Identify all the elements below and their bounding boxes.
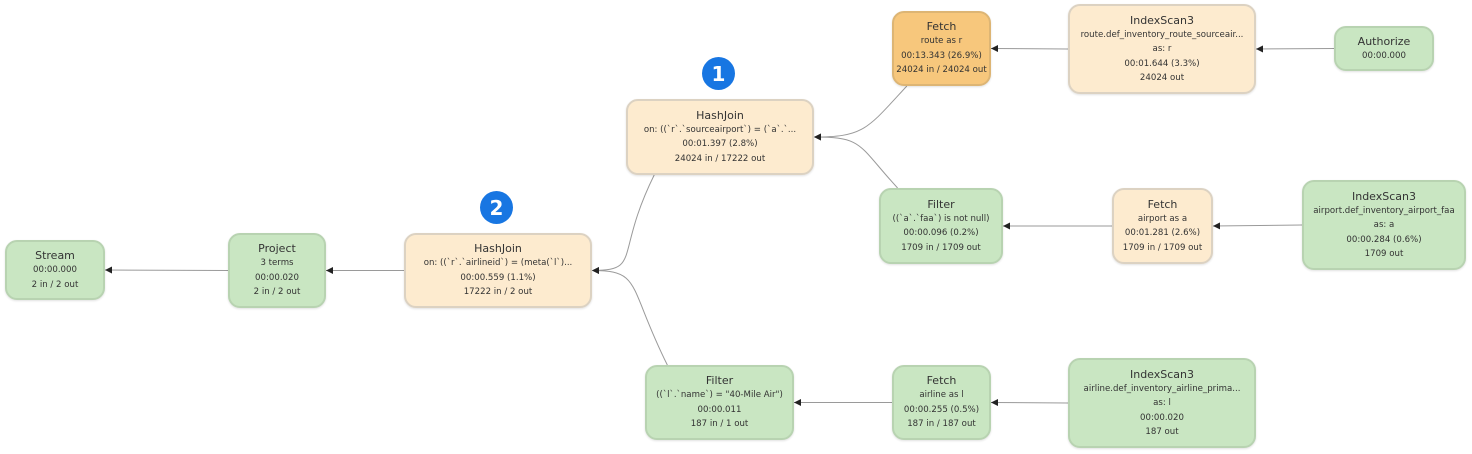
node-detail: airport as a <box>1137 213 1188 224</box>
node-detail: ((`l`.`name`) = "40-Mile Air") <box>656 390 783 401</box>
node-stream[interactable]: Stream 00:00.000 2 in / 2 out <box>5 240 105 300</box>
node-detail: airline.def_inventory_airline_prima... <box>1083 383 1241 394</box>
edge-filter-airport-to-hashjoin1 <box>813 133 898 189</box>
node-title: Authorize <box>1357 34 1411 48</box>
node-fetch-airport[interactable]: Fetch airport as a 00:01.281 (2.6%) 1709 in… <box>1112 188 1213 264</box>
badge-2[interactable]: 2 <box>480 191 513 224</box>
node-detail: as: r <box>1152 44 1172 54</box>
node-title: HashJoin <box>696 108 744 122</box>
edge-hashjoin1-to-hashjoin2 <box>591 174 655 274</box>
node-indexscan-airport[interactable]: IndexScan3 airport.def_inventory_airport_… <box>1302 180 1466 270</box>
node-hashjoin2[interactable]: HashJoin on: ((`r`.`airlineid`) = (meta(`… <box>404 233 592 308</box>
node-detail: as: l <box>1153 398 1171 408</box>
node-detail: 1709 out <box>1364 249 1404 259</box>
node-detail: 2 in / 2 out <box>253 287 301 298</box>
node-title: HashJoin <box>474 242 522 256</box>
edge-indexscan-airline-to-fetch-airline <box>990 399 1069 407</box>
node-detail: 00:00.255 (0.5%) <box>903 404 980 415</box>
node-detail: 00:00.011 <box>697 404 742 415</box>
edge-fetch-route-to-hashjoin1 <box>813 85 908 141</box>
node-title: IndexScan3 <box>1351 189 1417 203</box>
node-detail: 187 out <box>1145 427 1179 437</box>
node-detail: 00:01.281 (2.6%) <box>1124 228 1201 239</box>
node-detail: 00:00.000 <box>33 265 77 275</box>
node-detail: 24024 in / 24024 out <box>896 65 987 76</box>
edge-project-to-stream <box>104 266 229 274</box>
node-detail: route.def_inventory_route_sourceair... <box>1080 29 1244 40</box>
node-filter-airline[interactable]: Filter ((`l`.`name`) = "40-Mile Air") 00:0… <box>645 365 794 440</box>
node-detail: 3 terms <box>260 258 294 269</box>
node-detail: 1709 in / 1709 out <box>901 242 981 253</box>
node-title: IndexScan3 <box>1129 367 1195 381</box>
edge-indexscan-airport-to-fetch-airport <box>1212 222 1303 230</box>
node-title: Filter <box>705 374 734 388</box>
node-detail: 187 in / 187 out <box>907 419 976 430</box>
node-detail: route as r <box>920 36 963 47</box>
node-filter-airport[interactable]: Filter ((`a`.`faa`) is not null) 00:00.096… <box>879 188 1003 264</box>
node-detail: on: ((`r`.`sourceairport`) = (`a`.`... <box>643 124 797 135</box>
node-detail: 2 in / 2 out <box>31 279 79 290</box>
node-fetch-route[interactable]: Fetch route as r 00:13.343 (26.9%) 24024 in… <box>892 11 991 86</box>
node-detail: 00:00.096 (0.2%) <box>903 228 979 239</box>
node-title: Fetch <box>1147 197 1178 211</box>
node-title: Fetch <box>926 20 957 34</box>
node-detail: 00:00.020 <box>255 272 299 283</box>
node-detail: 187 in / 1 out <box>690 419 749 430</box>
node-title: Project <box>258 242 296 256</box>
node-detail: on: ((`r`.`airlineid`) = (meta(`l`)... <box>423 258 573 269</box>
node-detail: as: a <box>1373 220 1395 230</box>
node-detail: 00:01.644 (3.3%) <box>1124 58 1200 69</box>
edge-authorize-to-indexscan-route <box>1255 45 1335 53</box>
node-detail: airline as l <box>919 390 964 401</box>
node-detail: 00:00.000 <box>1362 50 1406 61</box>
node-indexscan-airline[interactable]: IndexScan3 airline.def_inventory_airline_… <box>1068 358 1256 448</box>
node-detail: 00:00.284 (0.6%) <box>1346 234 1422 245</box>
node-fetch-airline[interactable]: Fetch airline as l 00:00.255 (0.5%) 187 in … <box>892 365 991 440</box>
node-detail: ((`a`.`faa`) is not null) <box>892 213 990 224</box>
node-detail: 24024 in / 17222 out <box>674 153 766 164</box>
node-indexscan-route[interactable]: IndexScan3 route.def_inventory_route_sour… <box>1068 4 1256 94</box>
node-title: Filter <box>927 197 955 211</box>
node-detail: 24024 out <box>1139 73 1185 83</box>
node-title: Fetch <box>926 374 957 388</box>
node-project[interactable]: Project 3 terms 00:00.020 2 in / 2 out <box>228 233 326 308</box>
node-detail: airport.def_inventory_airport_faa <box>1313 205 1455 216</box>
node-authorize[interactable]: Authorize 00:00.000 <box>1334 26 1434 71</box>
edge-indexscan-route-to-fetch-route <box>990 45 1069 53</box>
edge-filter-airline-to-hashjoin2 <box>591 267 668 366</box>
node-detail: 00:00.020 <box>1140 412 1184 423</box>
badge-1[interactable]: 1 <box>702 57 735 90</box>
node-detail: 1709 in / 1709 out <box>1122 242 1203 253</box>
node-detail: 00:01.397 (2.8%) <box>682 139 758 150</box>
node-title: Stream <box>35 249 75 262</box>
node-detail: 00:00.559 (1.1%) <box>460 272 536 283</box>
node-detail: 17222 in / 2 out <box>463 287 533 298</box>
node-detail: 00:13.343 (26.9%) <box>901 50 982 61</box>
node-title: IndexScan3 <box>1129 13 1195 27</box>
node-hashjoin1[interactable]: HashJoin on: ((`r`.`sourceairport`) = (`a… <box>626 99 814 175</box>
